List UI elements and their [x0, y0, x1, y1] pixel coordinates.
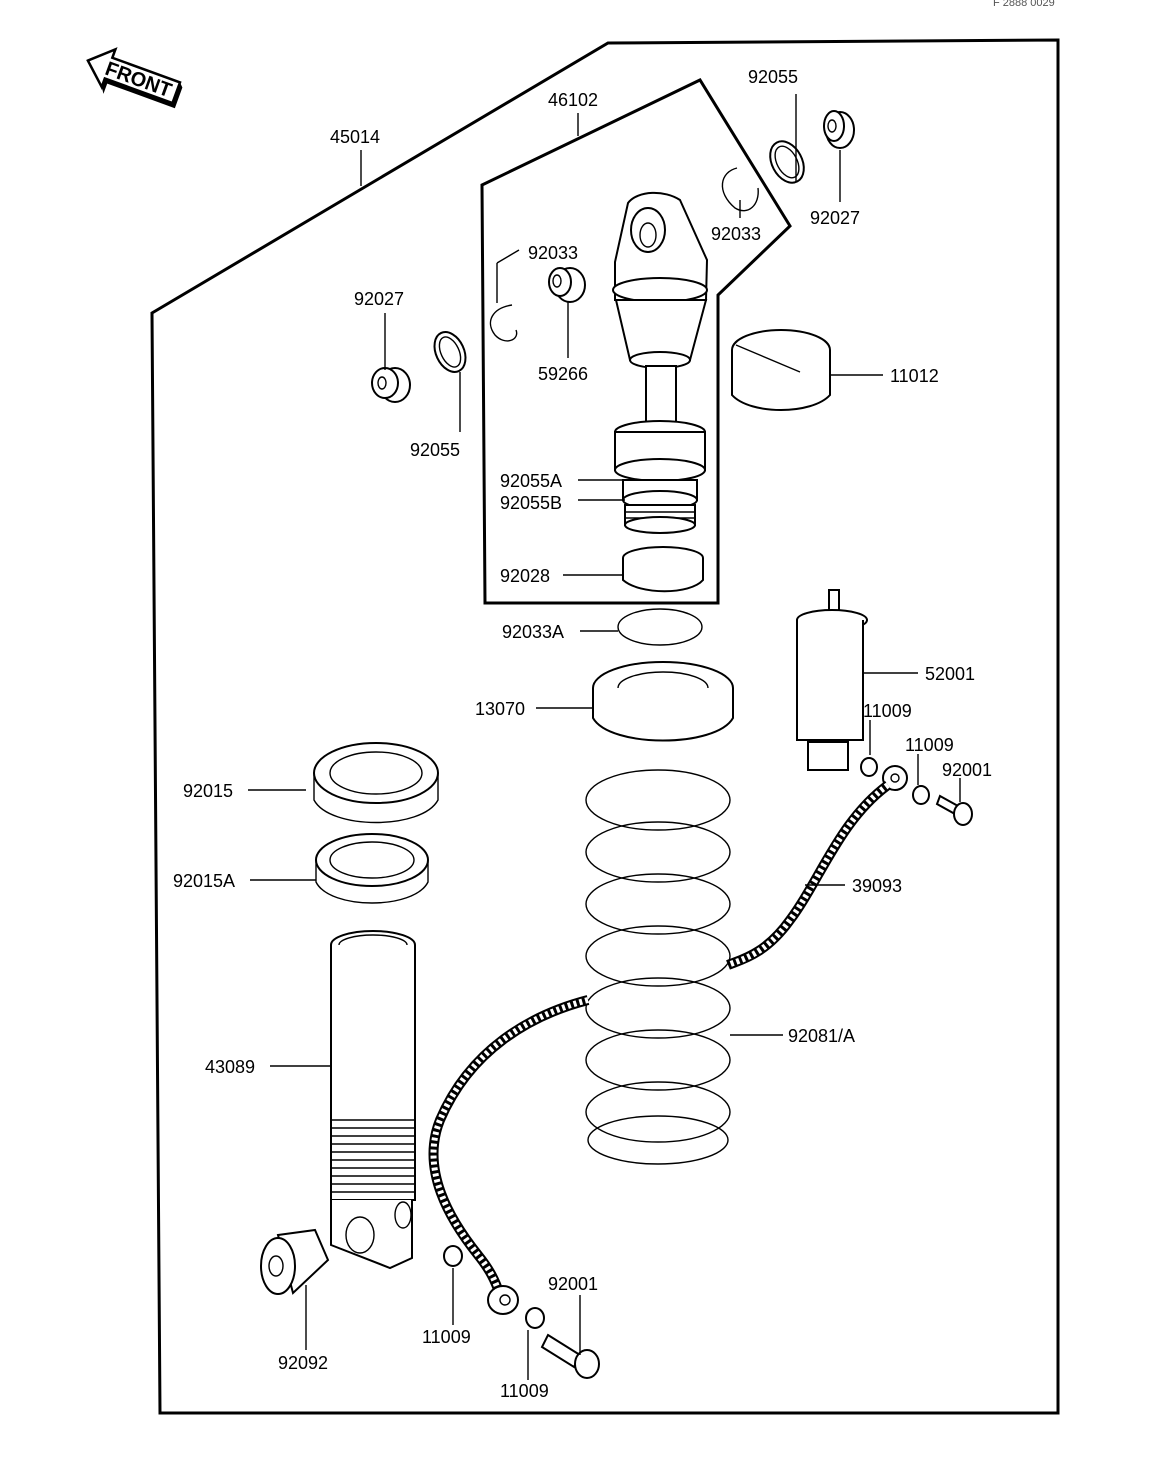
banjo-fitting-lower [487, 1285, 519, 1315]
label-13070: 13070 [475, 699, 525, 719]
snap-ring-92033-left [489, 304, 518, 342]
label-92027-top: 92027 [810, 208, 860, 228]
washer-11009-a [860, 757, 878, 777]
label-39093: 39093 [852, 876, 902, 896]
label-92015: 92015 [183, 781, 233, 801]
label-92055-left: 92055 [410, 440, 460, 460]
front-arrow-icon: FRONT [86, 47, 183, 109]
body-thread-lines [331, 1119, 415, 1193]
label-92033-left: 92033 [528, 243, 578, 263]
label-92055-top: 92055 [748, 67, 798, 87]
label-59266: 59266 [538, 364, 588, 384]
front-arrow-label: FRONT [102, 58, 174, 102]
label-11009-d: 11009 [500, 1381, 549, 1401]
spring-seat-13070 [592, 661, 734, 742]
bushing-92027-top [823, 110, 855, 149]
bushing-92092 [260, 1228, 330, 1295]
assembly-frame-45014 [150, 38, 1060, 1415]
shock-damper-unit [612, 191, 709, 534]
lock-nut-92015 [313, 742, 439, 824]
bushing-59266 [548, 267, 586, 303]
label-11012: 11012 [890, 366, 939, 386]
ring-92028 [622, 546, 704, 593]
label-11009-b: 11009 [905, 735, 954, 755]
label-45014: 45014 [330, 127, 380, 147]
snap-ring-92033A [617, 608, 703, 646]
bushing-92027-left [371, 367, 411, 403]
sleeve-11012 [731, 329, 831, 411]
washer-92055-left [433, 331, 467, 373]
corner-code: F 2888 0029 [993, 0, 1055, 9]
leader-lines [248, 94, 961, 1380]
gas-reservoir-52001 [796, 589, 868, 771]
label-92081A: 92081/A [788, 1026, 855, 1046]
washer-11009-d [525, 1307, 545, 1329]
snap-ring-92033-right [721, 167, 759, 212]
label-92001-right: 92001 [942, 760, 992, 780]
washer-11009-b [912, 785, 930, 805]
label-43089: 43089 [205, 1057, 255, 1077]
banjo-fitting-upper [882, 765, 908, 791]
label-92033A: 92033A [502, 622, 564, 642]
washer-92055-top [769, 140, 805, 184]
bolt-92001-right [935, 794, 973, 826]
shock-body-43089 [330, 930, 416, 1270]
label-92055A: 92055A [500, 471, 562, 491]
bolt-92001-lower [540, 1333, 600, 1379]
label-92033-right: 92033 [711, 224, 761, 244]
lock-nut-92015A [315, 833, 429, 904]
label-92027-left: 92027 [354, 289, 404, 309]
label-46102: 46102 [548, 90, 598, 110]
label-92055B: 92055B [500, 493, 562, 513]
label-92001-lower: 92001 [548, 1274, 598, 1294]
coil-spring-92081A [585, 769, 731, 1165]
hose-39093 [428, 780, 891, 1297]
label-52001: 52001 [925, 664, 975, 684]
washer-11009-c [443, 1245, 463, 1267]
label-11009-a: 11009 [863, 701, 912, 721]
label-92092: 92092 [278, 1353, 328, 1373]
label-11009-c: 11009 [422, 1327, 471, 1347]
label-92015A: 92015A [173, 871, 235, 891]
label-92028: 92028 [500, 566, 550, 586]
sub-assembly-frame-46102 [480, 78, 792, 605]
